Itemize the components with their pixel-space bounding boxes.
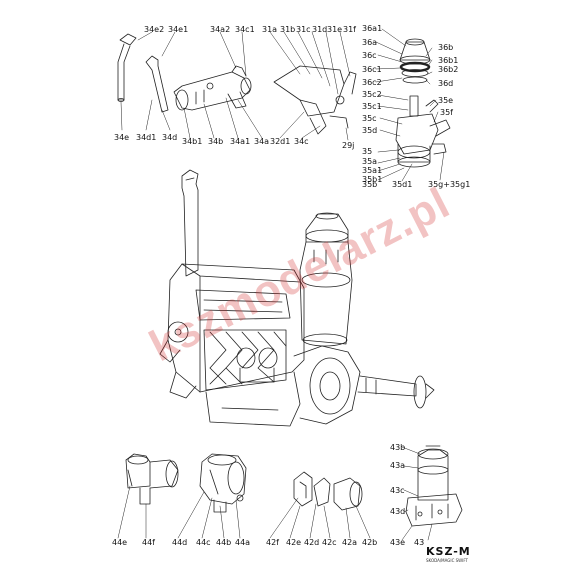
label-43e: 43e bbox=[390, 538, 406, 547]
label-34d1: 34d1 bbox=[136, 133, 157, 142]
generator-parts-42 bbox=[293, 471, 363, 511]
label-34a1: 34a1 bbox=[230, 137, 251, 146]
label-31e: 31e bbox=[327, 25, 343, 34]
brand-tagline: SKODA/MAGIC SWIFT bbox=[426, 558, 468, 563]
label-34a2: 34a2 bbox=[210, 25, 231, 34]
label-36d: 36d bbox=[438, 79, 454, 88]
label-42f: 42f bbox=[266, 538, 279, 547]
label-36c2: 36c2 bbox=[362, 78, 382, 87]
label-35: 35 bbox=[362, 147, 373, 156]
label-44a: 44a bbox=[235, 538, 251, 547]
silencer-34b bbox=[173, 65, 252, 111]
starter-parts-44 bbox=[125, 453, 179, 505]
label-42b: 42b bbox=[362, 538, 378, 547]
label-35f: 35f bbox=[440, 108, 453, 117]
label-43c: 43c bbox=[390, 486, 405, 495]
label-35g-35g1: 35g+35g1 bbox=[428, 180, 471, 189]
label-35d: 35d bbox=[362, 126, 378, 135]
label-44d: 44d bbox=[172, 538, 188, 547]
label-36b: 36b bbox=[438, 43, 454, 52]
label-31a: 31a bbox=[262, 25, 278, 34]
label-31c: 31c bbox=[296, 25, 311, 34]
label-36c: 36c bbox=[362, 51, 377, 60]
label-34c: 34c bbox=[294, 137, 309, 146]
label-43b: 43b bbox=[390, 443, 406, 452]
label-35a: 35a bbox=[362, 157, 378, 166]
label-36b1: 36b1 bbox=[438, 56, 459, 65]
label-34d: 34d bbox=[162, 133, 178, 142]
leader-lines bbox=[117, 28, 445, 541]
oil-filter-43 bbox=[405, 445, 463, 527]
label-43: 43 bbox=[414, 538, 425, 547]
label-44f: 44f bbox=[142, 538, 155, 547]
label-34c1: 34c1 bbox=[235, 25, 255, 34]
label-35c1: 35c1 bbox=[362, 102, 382, 111]
label-36b2: 36b2 bbox=[438, 65, 459, 74]
label-36a1: 36a1 bbox=[362, 24, 383, 33]
bracket-assembly-31 bbox=[273, 65, 357, 135]
label-36a: 36a bbox=[362, 38, 378, 47]
label-44c: 44c bbox=[196, 538, 211, 547]
label-31d: 31d bbox=[312, 25, 328, 34]
exhaust-bend-pipe-34e bbox=[117, 33, 137, 102]
label-34b: 34b bbox=[208, 137, 224, 146]
label-43a: 43a bbox=[390, 461, 406, 470]
label-35b1: 35b1 bbox=[362, 175, 383, 184]
label-42e: 42e bbox=[286, 538, 302, 547]
label-31b: 31b bbox=[280, 25, 296, 34]
label-42a: 42a bbox=[342, 538, 358, 547]
air-cleaner-35 bbox=[395, 95, 451, 168]
label-35b: 35b bbox=[362, 180, 378, 189]
label-31f: 31f bbox=[343, 25, 356, 34]
label-34b1: 34b1 bbox=[182, 137, 203, 146]
label-35c2: 35c2 bbox=[362, 90, 382, 99]
label-32d1: 32d1 bbox=[270, 137, 291, 146]
label-29j: 29j bbox=[342, 141, 355, 150]
label-42c: 42c bbox=[322, 538, 337, 547]
label-34e: 34e bbox=[114, 133, 130, 142]
label-34e2: 34e2 bbox=[144, 25, 165, 34]
air-filter-cap-36 bbox=[399, 38, 431, 84]
label-36c1: 36c1 bbox=[362, 65, 382, 74]
starter-motor-44a bbox=[199, 453, 247, 513]
exhaust-pipe-34d bbox=[145, 55, 169, 113]
brand-logo: KSZ-M bbox=[426, 545, 471, 558]
label-34a: 34a bbox=[254, 137, 270, 146]
engine-assembly bbox=[159, 169, 435, 427]
label-34e1: 34e1 bbox=[168, 25, 189, 34]
label-35d1: 35d1 bbox=[392, 180, 413, 189]
label-44b: 44b bbox=[216, 538, 232, 547]
label-35a1: 35a1 bbox=[362, 166, 383, 175]
label-35e: 35e bbox=[438, 96, 454, 105]
label-42d: 42d bbox=[304, 538, 320, 547]
label-44e: 44e bbox=[112, 538, 128, 547]
label-35c: 35c bbox=[362, 114, 377, 123]
label-43d: 43d bbox=[390, 507, 406, 516]
